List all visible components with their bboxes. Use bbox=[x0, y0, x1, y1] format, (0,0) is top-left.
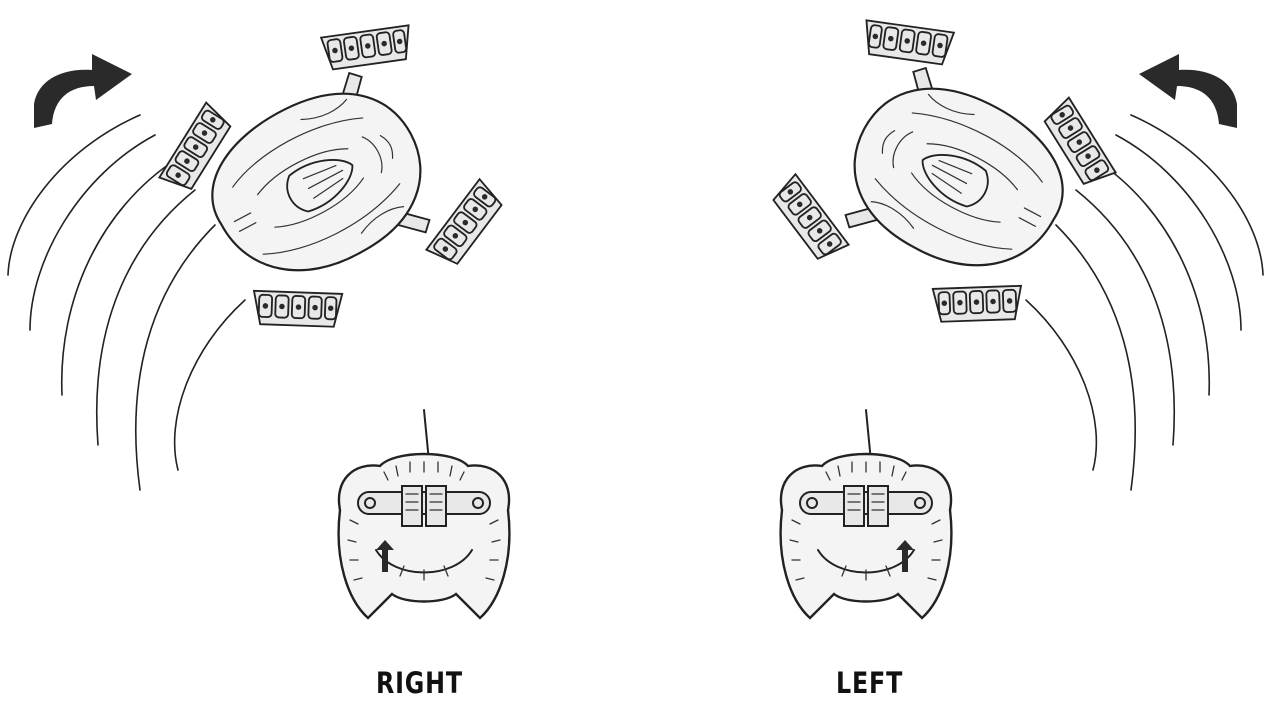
remote-controller-left bbox=[781, 410, 952, 618]
curved-arrow-left-icon bbox=[1139, 54, 1237, 128]
motion-arcs bbox=[1026, 115, 1263, 490]
right-turn-panel bbox=[8, 0, 524, 618]
caption-left: LEFT bbox=[836, 666, 903, 700]
curved-arrow-right-icon bbox=[34, 54, 132, 128]
left-turn-panel bbox=[751, 0, 1263, 618]
motion-arcs bbox=[8, 115, 245, 490]
vehicle-right bbox=[137, 0, 524, 371]
remote-controller-right bbox=[339, 410, 510, 618]
vehicle-left bbox=[751, 0, 1138, 366]
caption-right: RIGHT bbox=[376, 666, 463, 700]
